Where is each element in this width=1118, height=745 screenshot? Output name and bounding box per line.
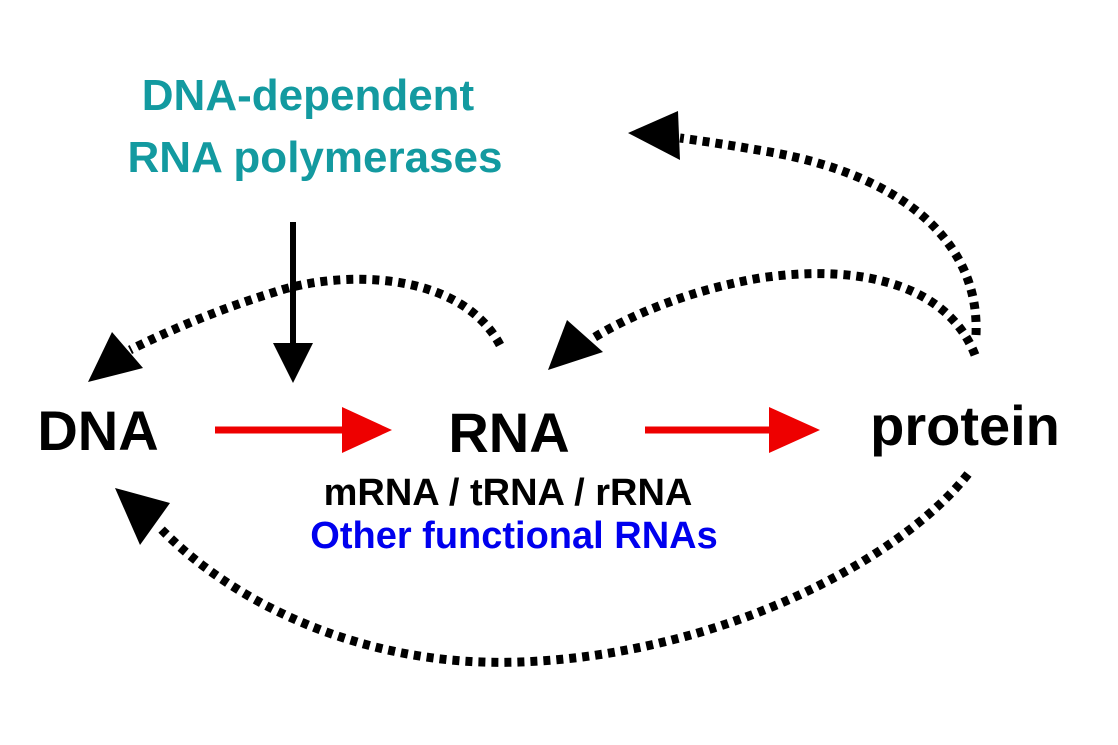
- rna-types-other: Other functional RNAs: [310, 515, 717, 557]
- feedback-arrow-rna-to-dna: [88, 274, 504, 382]
- feedback-arrow-protein-to-dna: [115, 471, 972, 667]
- node-rna: RNA: [448, 401, 569, 464]
- feedback-arrow-protein-to-polymerases: [628, 111, 981, 336]
- node-protein: protein: [870, 394, 1060, 457]
- transcription-arrow: [215, 407, 392, 453]
- polymerase-action-arrow: [273, 222, 313, 383]
- feedback-arrow-protein-to-rna: [548, 269, 980, 370]
- enzyme-label-line2: RNA polymerases: [128, 133, 503, 182]
- translation-arrow: [645, 407, 820, 453]
- node-dna: DNA: [37, 399, 158, 462]
- enzyme-label-line1: DNA-dependent: [142, 71, 475, 120]
- rna-types-classic: mRNA / tRNA / rRNA: [324, 472, 693, 514]
